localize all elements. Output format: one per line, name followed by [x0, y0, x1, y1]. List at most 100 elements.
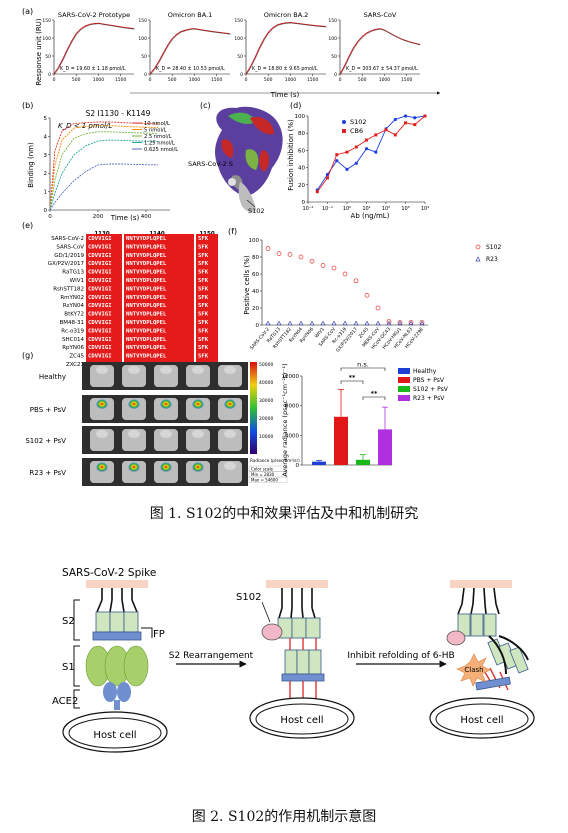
a-sensorgram-raw-1 [150, 28, 231, 75]
d-point-cb6-5 [365, 138, 368, 142]
g-bar-1 [334, 416, 348, 465]
g-mouse-0-0 [90, 365, 114, 387]
d-ytick-label-5: 100 [295, 114, 306, 120]
g-sig-label-2: ** [371, 390, 378, 398]
g-mouse-2-2 [154, 429, 178, 451]
e-seq-b-1: NNTVYDPLQPEL [126, 244, 167, 250]
clash-burst [456, 653, 491, 687]
e-seq-a-0: CDVVIGI [88, 236, 112, 242]
e-seq-a-2: CDVVIGI [88, 253, 112, 259]
intermediate-base [281, 673, 325, 682]
e-strain-6: RshSTT182 [53, 286, 84, 292]
panel-a-xlabel: Time (s) [270, 91, 300, 99]
intermediate-helices [277, 617, 322, 675]
panel-c: (c) SARS-CoV-2 S S102 [188, 101, 283, 215]
a-subplot-title-3: SARS-CoV [364, 11, 397, 19]
g-mouse-0-3 [186, 365, 210, 387]
f-ytick-label-0: 0 [256, 323, 260, 329]
d-xtick-label-5: 10³ [401, 206, 409, 212]
b-legend-label-2: 2.5 nmol/L [144, 134, 172, 140]
e-seq-a-6: CDVVIGI [88, 286, 112, 292]
g-signal-1-2 [160, 399, 172, 409]
e-seq-b-8: NNTVYDPLQPEL [126, 303, 167, 309]
e-strain-3: GX/P2V/2017 [48, 261, 85, 267]
d-xtick-label-4: 10² [382, 206, 390, 212]
a-ytick-label-1-2: 100 [138, 36, 147, 42]
g-sig-label-0: n.s. [357, 361, 369, 369]
g-mouse-2-4 [218, 429, 242, 451]
viral-membrane-2 [266, 580, 328, 588]
d-point-cb6-7 [384, 128, 388, 132]
e-seq-c-14: SFK [198, 354, 209, 360]
g-mouse-head-2-4 [224, 430, 236, 438]
host-cell-3-inner [435, 703, 529, 735]
g-mouse-head-3-4 [224, 462, 236, 470]
g-colorbar-tick-2: 30000 [259, 398, 273, 404]
e-seq-a-5: CDVVIGI [88, 278, 112, 284]
g-colorscale-note-2: Max = 54600 [251, 477, 278, 482]
f-legend-label-0: S102 [486, 244, 501, 251]
panel-f-label: (f) [228, 227, 237, 236]
e-seq-c-4: SFK [198, 270, 209, 276]
s102-pointer-2 [261, 601, 271, 623]
b-legend-label-4: 0.625 nmol/L [144, 147, 178, 153]
g-mouse-head-0-1 [128, 366, 140, 374]
f-point-r23-1 [276, 320, 282, 326]
step-2-label: Inhibit refolding of 6-HB [347, 651, 454, 661]
panel-e-label: (e) [22, 221, 33, 230]
panel-d: (d) Fusion inhibition (%) Ab (ng/mL) 020… [287, 101, 429, 220]
f-point-r23-13 [408, 320, 414, 326]
host-cell-2-inner [255, 703, 349, 735]
e-seq-a-9: CDVVIGI [88, 312, 112, 318]
f-point-r23-2 [287, 320, 293, 326]
a-sensorgram-fit-0 [53, 22, 135, 75]
d-point-cb6-11 [423, 114, 427, 118]
d-point-cb6-8 [393, 133, 397, 137]
g-mouse-head-0-2 [160, 366, 172, 374]
d-ytick-label-3: 60 [298, 148, 305, 154]
a-subplot-title-0: SARS-CoV-2 Prototype [58, 11, 130, 19]
panel-e: (e) 113011401150SARS-CoV-2CDVVIGINNTVYDP… [22, 221, 218, 371]
s1-label: S1 [62, 662, 75, 673]
d-ytick-label-2: 40 [298, 166, 305, 172]
f-point-s102-0 [265, 246, 271, 251]
a-ytick-label-2-0: 0 [240, 72, 243, 78]
s1-subunits [85, 645, 149, 687]
fp-label: FP [153, 629, 165, 640]
g-legend-label-2: S102 + PsV [413, 386, 449, 393]
d-point-s102-4 [354, 161, 358, 165]
g-mouse-head-2-3 [192, 430, 204, 438]
g-signal-3-1 [128, 462, 140, 472]
e-seq-b-10: NNTVYDPLQPEL [126, 320, 167, 326]
e-seq-c-3: SFK [198, 261, 209, 267]
g-colorbar-label: Radiance (p/sec/cm²/sr) [250, 458, 300, 463]
d-point-cb6-2 [335, 153, 339, 157]
ace2-receptor [103, 682, 131, 710]
clash-label: Clash [464, 666, 483, 674]
a-sensorgram-fit-3 [339, 28, 421, 75]
panel-a: (a) Response unit (RU) Time (s) SARS-CoV… [22, 7, 441, 99]
f-point-s102-13 [408, 320, 414, 325]
d-point-cb6-3 [345, 150, 349, 154]
panel-b-ylabel: Binding (nm) [27, 142, 35, 188]
f-point-s102-1 [276, 251, 282, 256]
g-ytick-label-1: 4000 [285, 433, 299, 439]
figure-2-caption: 图 2. S102的作用机制示意图 [191, 809, 377, 825]
a-xtick-label-1-1: 500 [168, 77, 177, 83]
e-block-b [124, 234, 194, 371]
b-ytick-label-5: 5 [44, 116, 48, 122]
intermediate-red-links [289, 638, 317, 700]
a-sensorgram-fit-1 [149, 28, 231, 75]
e-seq-a-12: CDVVIGI [88, 337, 112, 343]
a-ytick-label-2-3: 150 [234, 18, 243, 24]
d-legend-swatch-1 [342, 129, 346, 133]
e-strain-12: SHC014 [62, 337, 84, 343]
panel-d-label: (d) [290, 101, 301, 110]
g-colorbar-tick-4: 10000 [259, 434, 273, 440]
d-xtick-label-3: 10¹ [362, 206, 370, 212]
a-ytick-label-3-1: 50 [331, 54, 337, 60]
s2-helices [95, 611, 139, 633]
g-colorbar-tick-1: 40000 [259, 380, 273, 386]
host-cell-3-label: Host cell [460, 715, 503, 726]
b-ytick-label-4: 4 [44, 134, 48, 140]
